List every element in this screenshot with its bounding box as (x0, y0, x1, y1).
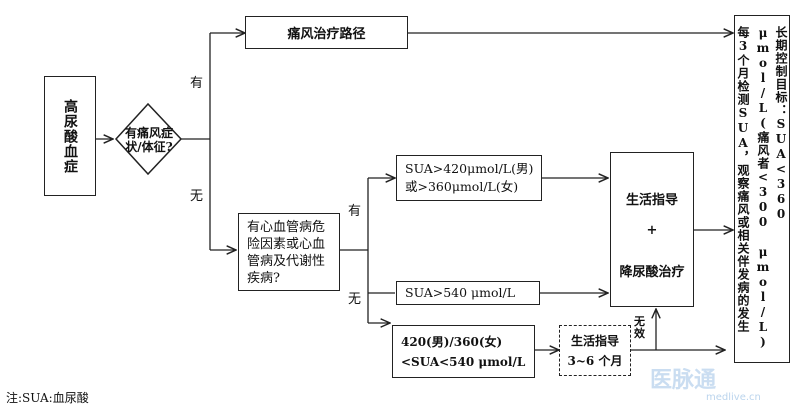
watermark-url: medlive.cn (706, 392, 761, 403)
goal-title: 长期控制目标：SUA<360 μmol/L(痛风者<300 μmol/L) (756, 26, 788, 350)
hyperuricemia-label: 高尿酸血症 (62, 98, 78, 174)
hyperuricemia-box: 高尿酸血症 (44, 76, 96, 196)
edge-ineffective: 无效 (634, 315, 645, 340)
long-term-goal-box: 长期控制目标：SUA<360 μmol/L(痛风者<300 μmol/L) 每3… (734, 15, 790, 363)
sua-540-box: SUA>540 μmol/L (396, 281, 540, 305)
gout-pathway-label: 痛风治疗路径 (287, 27, 366, 42)
edge-no-cv: 无 (348, 292, 362, 307)
sua-range-label: 420(男)/360(女)<SUA<540 μmol/L (401, 335, 526, 369)
lifestyle-36-label: 生活指导3~6 个月 (567, 334, 623, 368)
treatment-box: 生活指导 + 降尿酸治疗 (610, 152, 694, 307)
plus-sign: + (646, 223, 658, 238)
sua-540-label: SUA>540 μmol/L (405, 285, 516, 300)
cv-risk-label: 有心血管病危险因素或心血管病及代谢性疾病? (247, 220, 326, 286)
goal-body: 每3个月检测SUA，观察痛风或相关伴发病的发生 (736, 26, 750, 333)
gout-question-diamond (114, 102, 183, 176)
watermark-logo: 医脉通 (650, 368, 717, 393)
footnote: 注:SUA:血尿酸 (6, 391, 89, 405)
edge-yes-gout: 有 (190, 76, 204, 91)
gout-pathway-box: 痛风治疗路径 (245, 16, 408, 49)
cv-risk-box: 有心血管病危险因素或心血管病及代谢性疾病? (238, 213, 340, 291)
sua-high-box: SUA>420μmol/L(男)或>360μmol/L(女) (396, 155, 542, 201)
gout-question-label: 有痛风症状/体征? (124, 126, 173, 154)
lifestyle-label: 生活指导 (625, 193, 678, 208)
edge-no-gout: 无 (190, 189, 204, 204)
edge-yes-cv: 有 (348, 204, 362, 219)
sua-range-box: 420(男)/360(女)<SUA<540 μmol/L (392, 325, 535, 378)
sua-high-label: SUA>420μmol/L(男)或>360μmol/L(女) (405, 161, 534, 194)
lifestyle-36-box: 生活指导3~6 个月 (559, 325, 631, 376)
urate-lowering-label: 降尿酸治疗 (619, 265, 685, 280)
